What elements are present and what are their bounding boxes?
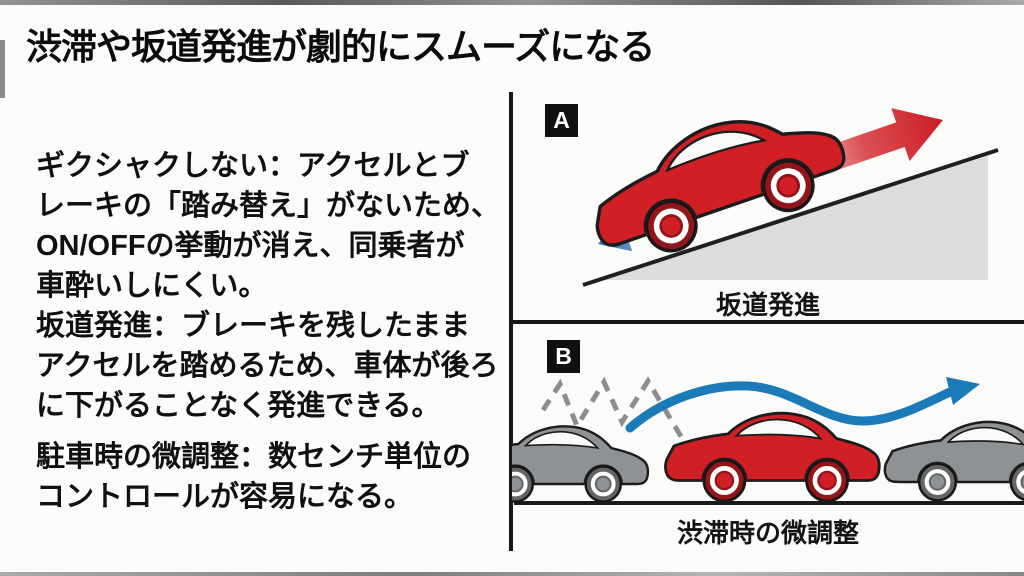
panel-a-badge: A	[545, 104, 578, 137]
horizontal-divider-line	[509, 320, 1024, 324]
road-line	[514, 501, 1024, 505]
jerky-zigzag-icon	[540, 376, 695, 457]
slope-line	[582, 148, 999, 287]
red-car-icon	[665, 413, 879, 501]
page-title: 渋滞や坂道発進が劇的にスムーズになる	[26, 26, 655, 67]
panel-b-caption: 渋滞時の微調整	[676, 518, 859, 548]
gray-car-front-icon	[512, 424, 650, 504]
traffic-illustration	[512, 376, 1024, 505]
panel-hill-start: A 坂道発進	[512, 86, 1024, 320]
video-edge-artifact-left	[0, 40, 5, 98]
smooth-blue-arrow-icon	[625, 377, 980, 433]
body-paragraph-parking: 駐車時の微調整：数センチ単位の コントロールが容易になる。	[36, 441, 472, 513]
panel-a-caption: 坂道発進	[715, 290, 820, 320]
gray-car-rear-icon	[885, 422, 1024, 500]
panel-b-badge: B	[547, 340, 580, 373]
panel-traffic-adjust: B 渋滞時の微調整	[512, 324, 1024, 576]
video-edge-artifact-top	[0, 0, 1024, 5]
body-paragraph-smoothness: ギクシャクしない：アクセルとブ レーキの「踏み替え」がないため、 ON/OFFの…	[36, 150, 501, 422]
video-edge-artifact-bottom	[0, 572, 1024, 576]
hill-start-illustration	[512, 86, 999, 287]
